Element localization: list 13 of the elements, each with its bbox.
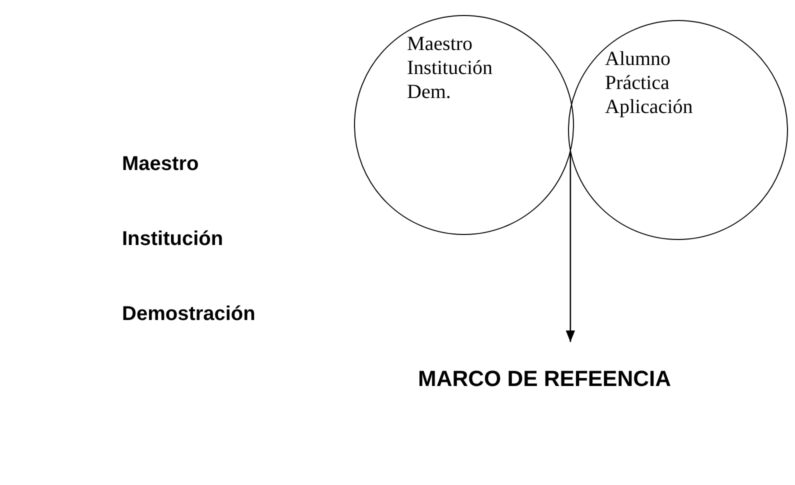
circle-text: Dem. [407, 80, 451, 104]
circle [354, 15, 574, 235]
circle-text: Institución [407, 56, 493, 80]
heading-text: MARCO DE REFEENCIA [418, 366, 672, 392]
arrow [566, 152, 576, 342]
circle-text: Aplicación [605, 95, 693, 119]
circle-text: Maestro [407, 32, 473, 56]
term-label: Maestro [122, 153, 199, 176]
circle [568, 20, 788, 240]
term-label: Demostración [122, 303, 256, 326]
circle-text: Práctica [605, 71, 670, 95]
term-label: Institución [122, 228, 224, 251]
circle-text: Alumno [605, 47, 671, 71]
